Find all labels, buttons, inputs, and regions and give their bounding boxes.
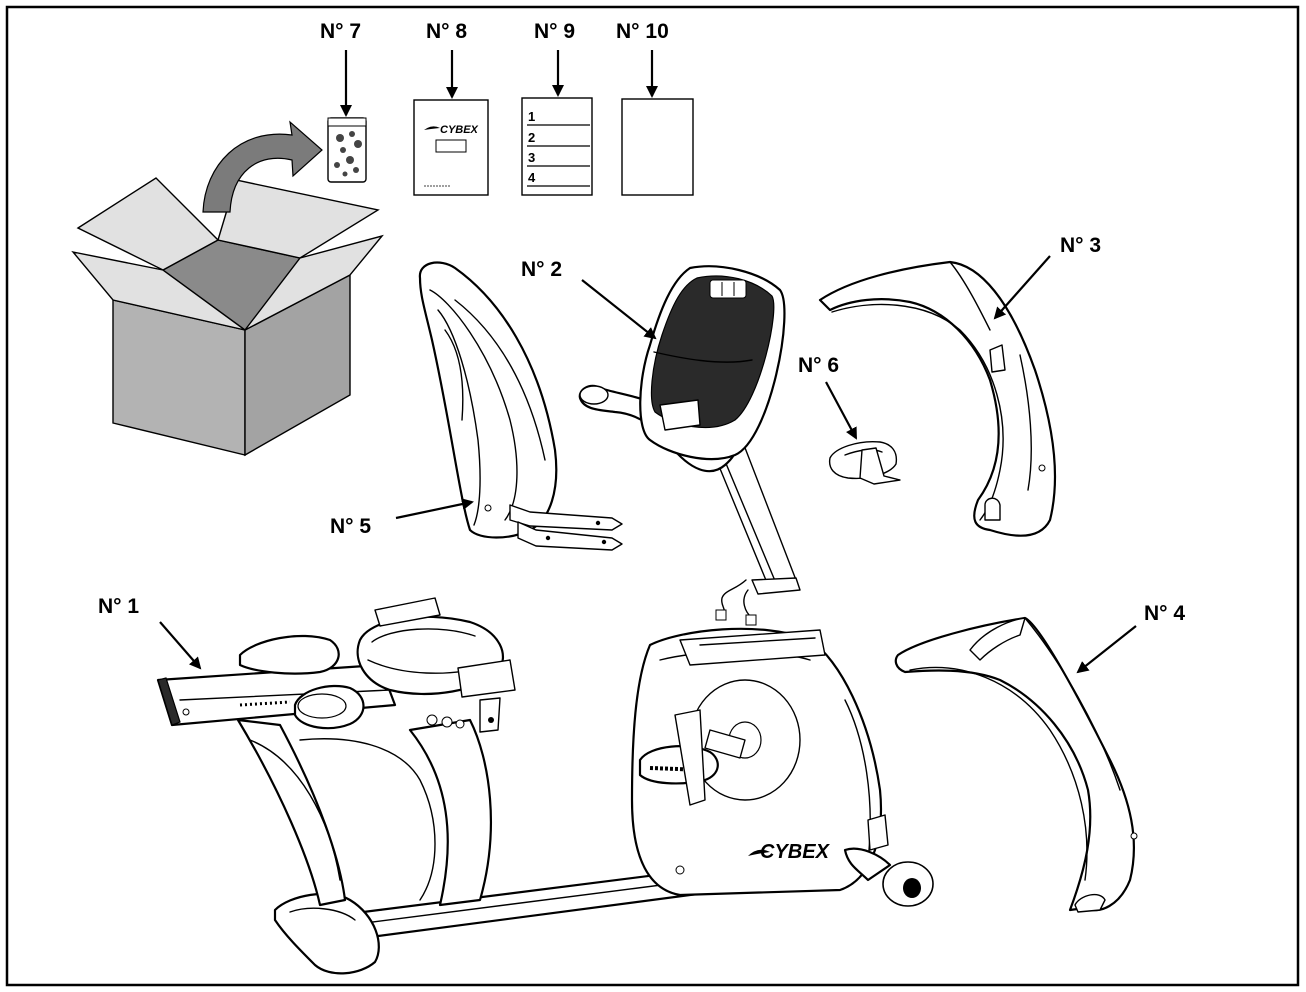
label-n8: N° 8 (426, 20, 467, 43)
right-shroud (818, 260, 1057, 537)
label-n7: N° 7 (320, 20, 361, 43)
label-n10: N° 10 (616, 20, 669, 43)
label-n2: N° 2 (521, 258, 562, 281)
cup-holder (828, 441, 901, 485)
assembly-manual: 1 2 3 4 (521, 97, 593, 196)
unpack-arrow-icon (202, 120, 323, 213)
arrow-n1 (159, 621, 202, 670)
seat-back (418, 261, 623, 551)
list-item-3: 3 (528, 150, 535, 165)
left-shroud (894, 616, 1138, 913)
arrow-n6 (825, 381, 857, 440)
label-n6: N° 6 (798, 354, 839, 377)
console-assembly (578, 265, 801, 595)
wire-harness (715, 579, 757, 626)
arrow-n3 (993, 255, 1051, 320)
list-item-1: 1 (528, 109, 535, 124)
label-n4: N° 4 (1144, 602, 1185, 625)
manual-brand: CYBEX (440, 124, 479, 136)
label-n3: N° 3 (1060, 234, 1101, 257)
diagram-border (5, 5, 1300, 987)
owners-manual: CYBEX (413, 99, 489, 196)
frame-brand: CYBEX (760, 841, 831, 863)
document-sheet (621, 98, 694, 196)
arrow-n2 (581, 279, 657, 340)
shipping-box (71, 177, 384, 457)
hardware-kit (327, 117, 367, 183)
label-n5: N° 5 (330, 515, 371, 538)
list-item-4: 4 (528, 170, 536, 185)
arrow-n4 (1076, 625, 1137, 674)
arrow-n5 (395, 498, 474, 520)
bike-frame: CYBEX (156, 597, 934, 975)
label-n1: N° 1 (98, 595, 139, 618)
label-n9: N° 9 (534, 20, 575, 43)
list-item-2: 2 (528, 130, 535, 145)
